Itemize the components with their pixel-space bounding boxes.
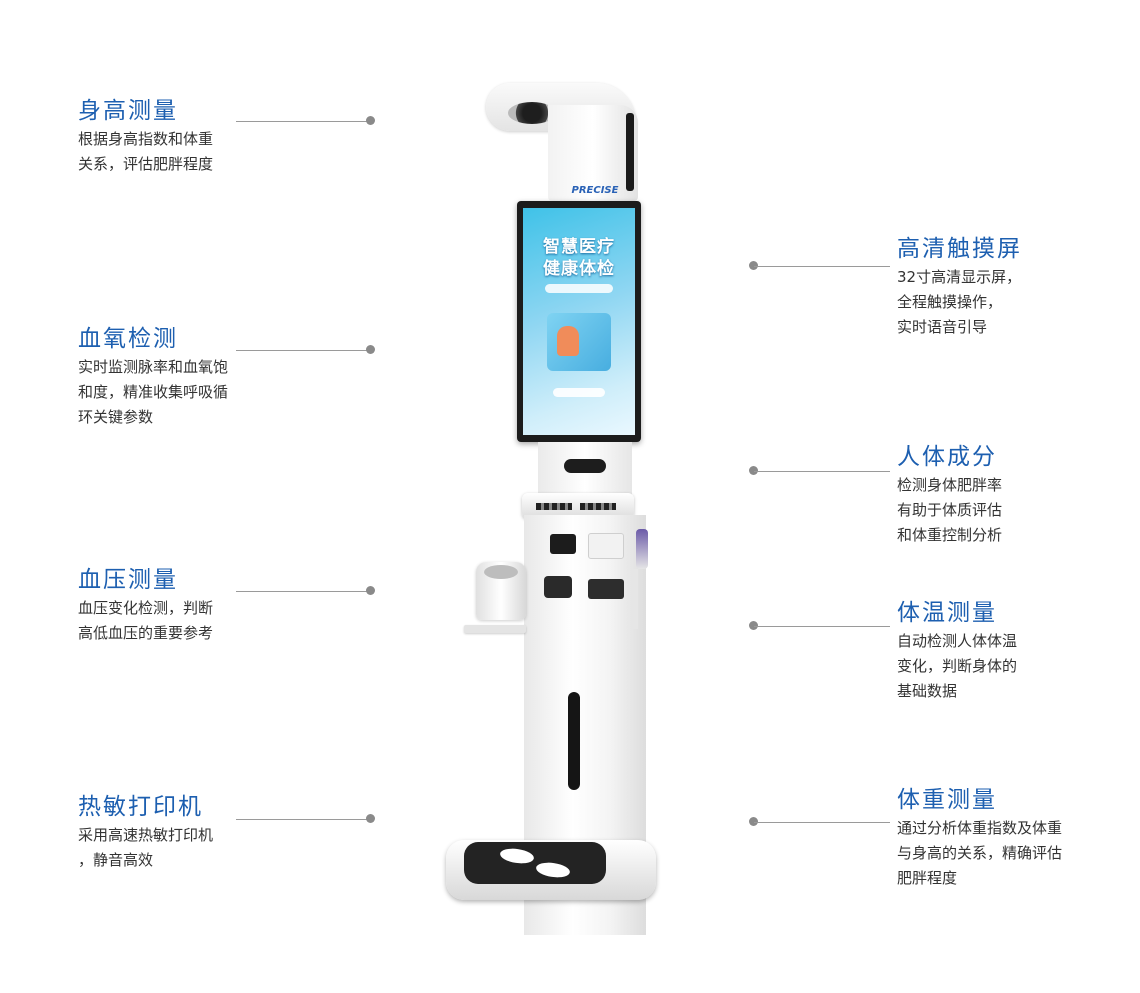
weight-scale-plate	[464, 842, 606, 884]
upper-column	[548, 105, 638, 201]
height-sensor-icon	[508, 102, 556, 124]
feature-desc: 32寸高清显示屏， 全程触摸操作， 实时语音引导	[897, 268, 1022, 336]
sensor-window	[564, 459, 606, 473]
leader-dot	[749, 466, 758, 475]
thermometer-cable	[632, 569, 638, 629]
feature-desc: 采用高速热敏打印机 ，静音高效	[78, 826, 214, 869]
feature-height: 身高测量 根据身高指数和体重 关系，评估肥胖程度	[78, 96, 318, 177]
right-electrode	[580, 503, 616, 510]
printer-slot	[550, 534, 576, 554]
leader-line	[754, 822, 890, 823]
screen-figure	[557, 326, 579, 356]
leader-line	[236, 819, 370, 820]
cuff-shelf	[464, 625, 526, 633]
scanner-panel	[588, 579, 624, 599]
feature-printer: 热敏打印机 采用高速热敏打印机 ，静音高效	[78, 792, 318, 873]
feature-desc: 检测身体肥胖率 有助于体质评估 和体重控制分析	[897, 476, 1003, 544]
feature-desc: 根据身高指数和体重 关系，评估肥胖程度	[78, 130, 214, 173]
feature-touchscreen: 高清触摸屏 32寸高清显示屏， 全程触摸操作， 实时语音引导	[897, 234, 1137, 340]
leader-dot	[366, 586, 375, 595]
card-reader	[588, 533, 624, 559]
feature-weight: 体重测量 通过分析体重指数及体重 与身高的关系，精确评估 肥胖程度	[897, 785, 1127, 891]
rfid-strip	[568, 692, 580, 790]
leader-dot	[366, 814, 375, 823]
leader-dot	[366, 116, 375, 125]
feature-blood-oxygen: 血氧检测 实时监测脉率和血氧饱 和度，精准收集呼吸循 环关键参数	[78, 324, 318, 430]
screen-headline-2: 健康体检	[543, 259, 615, 279]
oximeter-slot	[544, 576, 572, 598]
feature-title: 身高测量	[78, 98, 178, 124]
screen-subtitle-bar	[545, 284, 613, 293]
leader-dot	[749, 817, 758, 826]
leader-line	[754, 626, 890, 627]
leader-dot	[749, 621, 758, 630]
touchscreen-display: 智慧医疗 健康体检	[523, 208, 635, 435]
feature-desc: 实时监测脉率和血氧饱 和度，精准收集呼吸循 环关键参数	[78, 358, 229, 426]
feature-title: 血氧检测	[78, 326, 178, 352]
side-strip	[626, 113, 634, 191]
feature-desc: 血压变化检测，判断 高低血压的重要参考	[78, 599, 214, 642]
feature-desc: 通过分析体重指数及体重 与身高的关系，精确评估 肥胖程度	[897, 819, 1063, 887]
leader-dot	[749, 261, 758, 270]
feature-title: 热敏打印机	[78, 794, 203, 820]
screen-headline-1: 智慧医疗	[543, 237, 615, 257]
left-electrode	[536, 503, 572, 510]
feature-title: 人体成分	[897, 444, 997, 470]
leader-line	[236, 591, 370, 592]
leader-line	[754, 471, 890, 472]
health-kiosk-machine: PRECISE 智慧医疗 健康体检	[440, 75, 670, 935]
feature-desc: 自动检测人体体温 变化，判断身体的 基础数据	[897, 632, 1018, 700]
bp-cuff-opening	[484, 565, 518, 579]
feature-blood-pressure: 血压测量 血压变化检测，判断 高低血压的重要参考	[78, 565, 318, 646]
leader-dot	[366, 345, 375, 354]
thermometer-icon[interactable]	[636, 529, 648, 569]
feature-title: 血压测量	[78, 567, 178, 593]
feature-title: 体重测量	[897, 787, 997, 813]
feature-title: 体温测量	[897, 600, 997, 626]
brand-logo: PRECISE	[571, 185, 619, 196]
feature-body-composition: 人体成分 检测身体肥胖率 有助于体质评估 和体重控制分析	[897, 442, 1137, 548]
leader-line	[754, 266, 890, 267]
leader-line	[236, 350, 370, 351]
feature-title: 高清触摸屏	[897, 236, 1022, 262]
screen-start-button[interactable]	[553, 388, 605, 397]
feature-temperature: 体温测量 自动检测人体体温 变化，判断身体的 基础数据	[897, 598, 1137, 704]
leader-line	[236, 121, 370, 122]
